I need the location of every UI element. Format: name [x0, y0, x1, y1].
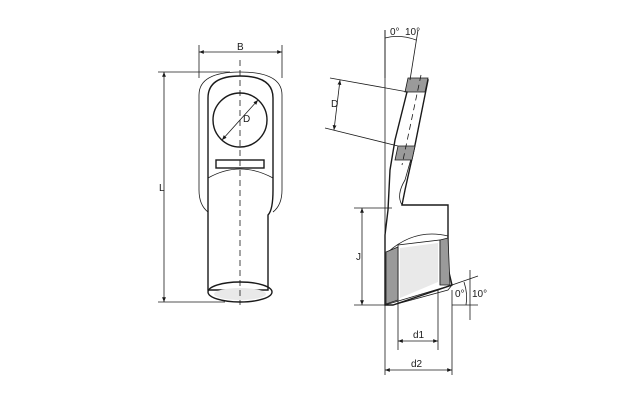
tongue-section-top	[404, 77, 429, 93]
barrel-length-label: J	[356, 252, 361, 263]
barrel-top-ellipse	[207, 168, 274, 179]
side-view: 0° 10° D J d1 d2 0° 10°	[324, 27, 487, 375]
palm-to-barrel-right	[272, 189, 283, 213]
barrel-wall-left	[385, 246, 399, 305]
palm-to-barrel-left	[198, 189, 209, 213]
front-hole-label: D	[243, 114, 250, 125]
bottom-angle-max-label: 10°	[472, 289, 487, 300]
side-hole-ext-bottom	[324, 127, 399, 147]
hole-diameter-dim-line	[221, 99, 259, 141]
top-angle-min-label: 0°	[390, 27, 400, 38]
top-angle-ref-slant	[409, 29, 419, 81]
side-hole-ext-top	[329, 77, 409, 93]
front-view: D B L	[158, 42, 283, 305]
outer-diameter-label: d2	[411, 359, 423, 370]
bottom-angle-arc	[463, 281, 468, 306]
width-label: B	[237, 42, 244, 53]
side-hole-dim-line	[332, 79, 342, 131]
top-angle-arc	[384, 36, 417, 41]
palm-inner-line	[198, 71, 283, 190]
tongue-centerline	[401, 74, 422, 166]
bottom-angle-min-label: 0°	[455, 289, 465, 300]
inner-diameter-label: d1	[413, 330, 425, 341]
bore-top-edge	[387, 233, 449, 253]
tongue-bend	[399, 144, 416, 206]
side-hole-label: D	[331, 99, 338, 110]
top-angle-max-label: 10°	[405, 27, 420, 38]
barrel-wall-right	[439, 237, 451, 286]
barrel-bevel	[384, 284, 454, 306]
bottom-angle-ref-slant	[451, 275, 479, 286]
length-label: L	[159, 183, 165, 194]
tongue-section-mid	[394, 145, 416, 161]
lug-outline	[207, 75, 274, 291]
